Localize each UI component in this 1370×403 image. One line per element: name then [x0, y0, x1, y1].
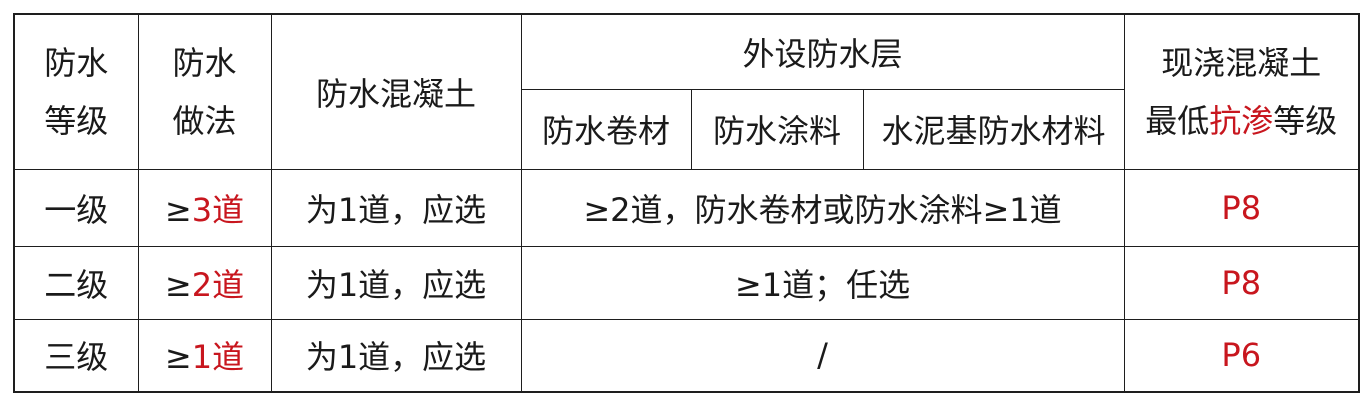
table-row: 三级 ≥1道 为1道，应选 / P6 — [13, 318, 1360, 393]
cell-method: ≥2道 — [137, 245, 272, 320]
header-row-2: 防水卷材 防水涂料 水泥基防水材料 — [14, 88, 1359, 170]
cell-method: ≥3道 — [137, 168, 272, 247]
header-coating: 防水涂料 — [690, 88, 864, 170]
cell-concrete: 为1道，应选 — [270, 245, 522, 320]
cell-method: ≥1道 — [137, 318, 272, 393]
header-membrane: 防水卷材 — [520, 88, 692, 170]
header-row-1: 防水 等级 防水 做法 防水混凝土 外设防水层 现浇混凝土 最低抗渗等级 — [13, 13, 1360, 170]
cell-method-prefix: ≥ — [164, 190, 192, 229]
header-method-line-1: 防水 — [172, 43, 237, 82]
cell-external-layer: ≥2道，防水卷材或防水涂料≥1道 — [520, 168, 1125, 247]
cell-impermeability: P8 — [1123, 245, 1360, 320]
header-method-line-2: 做法 — [172, 101, 237, 140]
header-impermeability: 现浇混凝土 最低抗渗等级 — [1123, 13, 1360, 170]
header-external-layer: 外设防水层 — [520, 13, 1125, 90]
cell-impermeability: P6 — [1123, 318, 1360, 393]
header-grade: 防水 等级 — [13, 13, 139, 170]
table-row: 一级 ≥3道 为1道，应选 ≥2道，防水卷材或防水涂料≥1道 P8 — [13, 168, 1360, 247]
cell-concrete: 为1道，应选 — [270, 318, 522, 393]
header-concrete: 防水混凝土 — [270, 13, 522, 170]
cell-method-count: 2道 — [191, 265, 245, 304]
cell-method-prefix: ≥ — [164, 265, 192, 304]
cell-method-prefix: ≥ — [164, 338, 192, 377]
cell-method-count: 1道 — [191, 338, 245, 377]
waterproofing-grade-table: 防水 等级 防水 做法 防水混凝土 外设防水层 现浇混凝土 最低抗渗等级 防水卷… — [13, 13, 1360, 393]
cell-grade: 二级 — [13, 245, 139, 320]
cell-grade: 一级 — [13, 168, 139, 247]
cell-impermeability: P8 — [1123, 168, 1360, 247]
cell-grade: 三级 — [13, 318, 139, 393]
header-method: 防水 做法 — [137, 13, 272, 170]
header-impermeability-line-1: 现浇混凝土 — [1161, 43, 1322, 82]
header-impermeability-prefix: 最低 — [1145, 101, 1210, 140]
cell-concrete: 为1道，应选 — [270, 168, 522, 247]
cell-external-layer: / — [520, 318, 1125, 393]
cell-method-count: 3道 — [191, 190, 245, 229]
header-impermeability-line-2: 最低抗渗等级 — [1125, 92, 1358, 150]
cell-external-layer: ≥1道；任选 — [520, 245, 1125, 320]
header-cement-based-material: 水泥基防水材料 — [862, 88, 1125, 170]
header-grade-line-2: 等级 — [44, 101, 109, 140]
header-impermeability-highlight: 抗渗 — [1209, 101, 1274, 140]
header-impermeability-suffix: 等级 — [1273, 101, 1338, 140]
table-row: 二级 ≥2道 为1道，应选 ≥1道；任选 P8 — [13, 245, 1360, 320]
header-grade-line-1: 防水 — [44, 43, 109, 82]
